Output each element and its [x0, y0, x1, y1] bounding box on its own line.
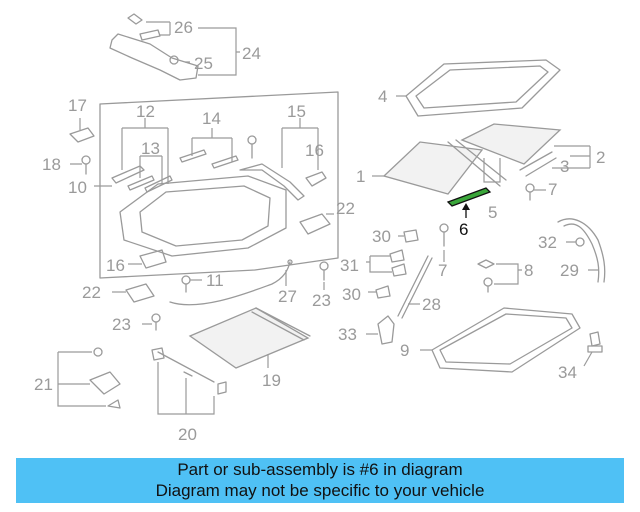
callout-14: 14 [202, 109, 221, 128]
callout-19: 19 [262, 371, 281, 390]
banner-line-part-info: Part or sub-assembly is #6 in diagram [177, 460, 463, 479]
callout-5: 5 [488, 203, 497, 222]
part-8-clips [477, 259, 522, 293]
part-30-31-clips [366, 229, 419, 299]
callout-21: 21 [34, 375, 53, 394]
callout-4: 4 [378, 87, 387, 106]
callout-15: 15 [287, 102, 306, 121]
callout-23-center: 23 [312, 291, 331, 310]
callout-1: 1 [356, 167, 365, 186]
part-1-glass-panel [372, 141, 484, 195]
callout-34: 34 [558, 363, 577, 382]
callout-30-lower: 30 [342, 285, 361, 304]
callout-29: 29 [560, 261, 579, 280]
info-banner: Part or sub-assembly is #6 in diagram Di… [16, 458, 624, 503]
part-28-drain-tube [397, 255, 433, 319]
part-29-drain-hose [557, 218, 606, 283]
part-24-rail-assembly [109, 13, 240, 81]
callout-7-center: 7 [438, 261, 447, 280]
part-19-sunshade [188, 307, 311, 369]
sunroof-parts-diagram: 26 25 24 12 13 14 15 16 16 [34, 13, 606, 444]
callout-12: 12 [136, 102, 155, 121]
callout-24: 24 [242, 44, 261, 63]
part-2-glass-panel [447, 123, 591, 187]
callout-23-left: 23 [112, 315, 131, 334]
callout-27: 27 [278, 287, 297, 306]
part-27-cable [169, 259, 293, 306]
part-4-glass-seal [396, 59, 561, 117]
callout-7-right: 7 [548, 180, 557, 199]
callout-16-upper: 16 [305, 141, 324, 160]
part-33-nozzle [366, 315, 395, 345]
callout-26: 26 [174, 18, 193, 37]
callout-2: 2 [596, 148, 605, 167]
callout-22-upper: 22 [336, 199, 355, 218]
part-21-bracket [57, 347, 121, 409]
banner-line-disclaimer: Diagram may not be specific to your vehi… [155, 481, 485, 500]
callout-8: 8 [524, 261, 533, 280]
callout-33: 33 [338, 325, 357, 344]
part-22-upper [299, 213, 334, 235]
part-17-18-10 [69, 118, 112, 187]
callout-9: 9 [400, 341, 409, 360]
callout-16-lower: 16 [106, 256, 125, 275]
part-11-bolt [181, 275, 202, 293]
callout-22-lower: 22 [82, 283, 101, 302]
callout-6: 6 [459, 220, 468, 239]
callout-17: 17 [68, 96, 87, 115]
callout-3: 3 [560, 157, 569, 176]
callout-32: 32 [538, 233, 557, 252]
callout-30-upper: 30 [372, 227, 391, 246]
callout-18: 18 [42, 155, 61, 174]
callout-10: 10 [68, 178, 87, 197]
part-22-lower [112, 283, 155, 303]
callout-28: 28 [422, 295, 441, 314]
part-20-rod [151, 347, 227, 415]
part-7-bolts [439, 183, 546, 262]
part-23-bolts [142, 261, 329, 331]
callout-25: 25 [194, 54, 213, 73]
callout-20: 20 [178, 425, 197, 444]
part-9-seal [420, 307, 581, 373]
part-frame-box [99, 91, 339, 279]
callout-11: 11 [206, 271, 224, 290]
callout-31: 31 [340, 256, 359, 275]
part-34-grommet [583, 331, 603, 367]
callout-13: 13 [141, 139, 160, 158]
part-6-highlighted [446, 187, 492, 218]
